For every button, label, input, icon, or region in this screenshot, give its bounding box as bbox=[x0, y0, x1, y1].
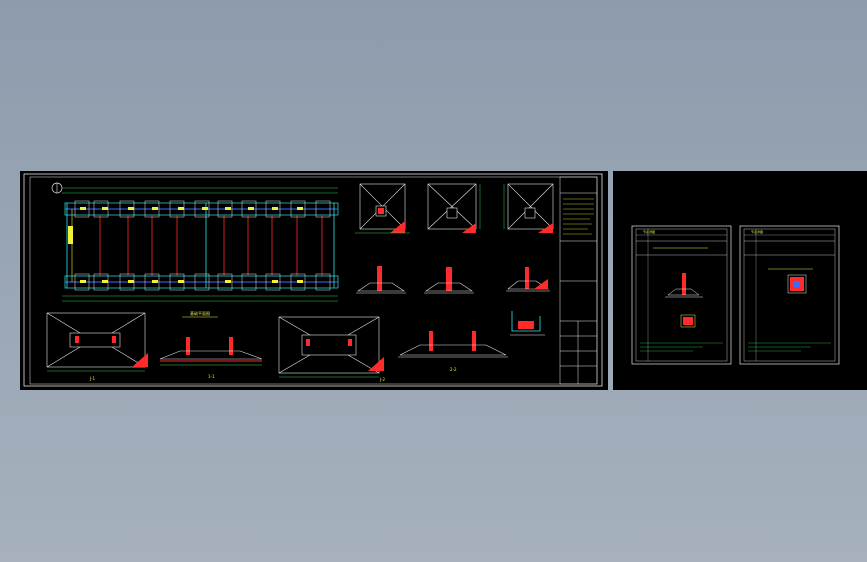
footing-plan-large-2[interactable]: J-2 bbox=[278, 316, 385, 382]
footing-detail-1[interactable] bbox=[355, 183, 410, 234]
drawing-frame bbox=[23, 173, 603, 387]
sheet-b-title: 节点详图 bbox=[751, 229, 763, 234]
main-drawing-sheet[interactable]: 基础平面图 bbox=[20, 171, 608, 390]
drawing-inner-frame bbox=[29, 176, 598, 385]
plan-annotations bbox=[68, 207, 303, 283]
section-detail-1-1[interactable]: 1-1 bbox=[159, 337, 263, 379]
sheet-a-title: 节点详图 bbox=[643, 229, 655, 234]
detail-label-1: J-1 bbox=[89, 376, 95, 381]
detail-sheet-a[interactable]: 节点详图 bbox=[631, 225, 732, 365]
footing-detail-3[interactable] bbox=[503, 183, 554, 233]
title-block[interactable] bbox=[559, 176, 598, 385]
side-drawing-panel[interactable]: 节点详图 节点详图 bbox=[613, 171, 867, 390]
detail-label-3: J-2 bbox=[379, 377, 385, 382]
footing-pads-bottom bbox=[74, 273, 331, 291]
side-drawing-canvas[interactable]: 节点详图 节点详图 bbox=[613, 171, 867, 390]
footing-plan-large-1[interactable]: J-1 bbox=[46, 312, 148, 381]
foundation-plan[interactable]: 基础平面图 bbox=[51, 182, 339, 318]
section-details-mid[interactable] bbox=[356, 266, 550, 294]
detail-label-2: 1-1 bbox=[208, 374, 215, 379]
plan-title: 基础平面图 bbox=[190, 310, 210, 316]
small-detail[interactable] bbox=[510, 311, 545, 336]
main-drawing-canvas[interactable]: 基础平面图 bbox=[20, 171, 608, 390]
detail-label-4: 2-2 bbox=[450, 367, 457, 372]
footing-detail-2[interactable] bbox=[427, 183, 481, 233]
footing-pads-top bbox=[74, 200, 331, 218]
column-lines bbox=[99, 215, 323, 276]
detail-sheet-b[interactable]: 节点详图 bbox=[739, 225, 840, 365]
section-detail-2-2[interactable]: 2-2 bbox=[398, 331, 508, 372]
